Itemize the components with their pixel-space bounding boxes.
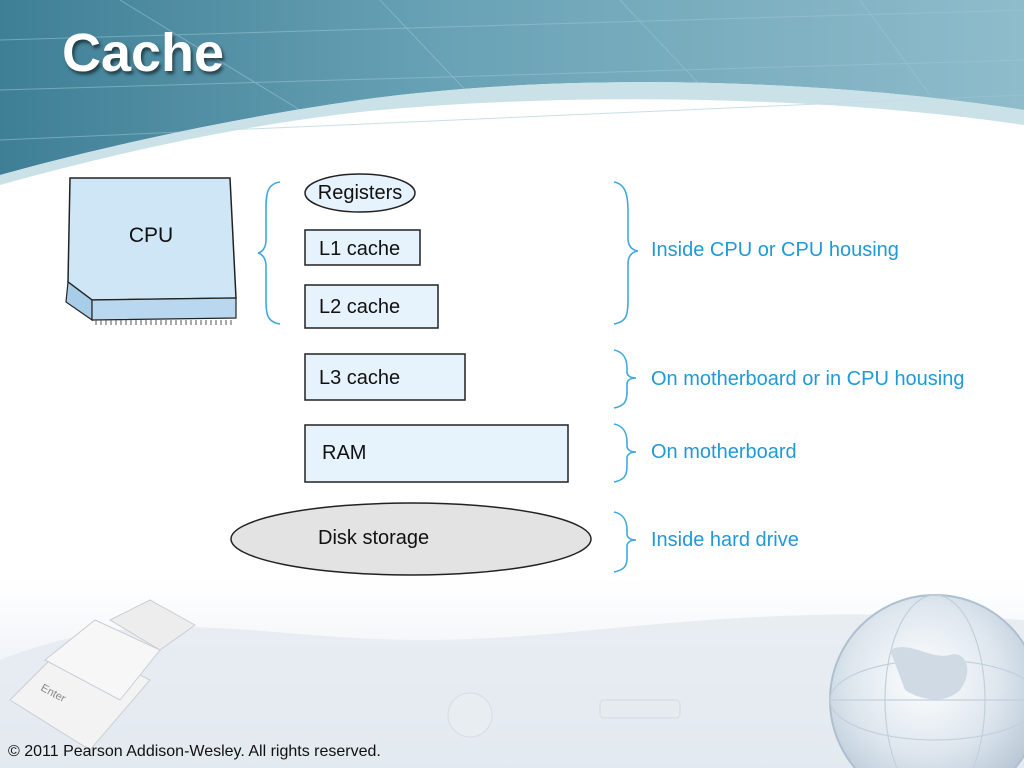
disk-storage-node: Disk storage (230, 502, 592, 576)
globe-graphic (829, 594, 1024, 768)
header-band (0, 0, 1024, 185)
l3-cache-node: L3 cache (304, 353, 466, 401)
left-brace (257, 181, 281, 325)
keyboard-keys: Enter (9, 599, 196, 751)
brace-disk (613, 511, 637, 573)
l1-cache-node: L1 cache (304, 229, 421, 266)
memory-hierarchy: Registers L1 cache L2 cache L3 cache RAM… (230, 173, 592, 576)
location-cpu-housing: Inside CPU or CPU housing (651, 239, 899, 261)
ram-label: RAM (322, 442, 366, 464)
ram-node: RAM (304, 424, 569, 483)
location-motherboard-or-cpu: On motherboard or in CPU housing (651, 368, 965, 390)
slide-title: Cache (62, 23, 225, 83)
disk-storage-label: Disk storage (318, 527, 429, 549)
registers-node: Registers (304, 173, 416, 213)
brace-l3 (613, 349, 637, 409)
l3-cache-label: L3 cache (319, 367, 400, 389)
l2-cache-label: L2 cache (319, 296, 400, 318)
registers-label: Registers (318, 182, 402, 204)
right-braces (613, 181, 639, 573)
bottom-decoration: Enter (0, 580, 1024, 768)
cpu-chip: CPU (65, 177, 237, 325)
l2-cache-node: L2 cache (304, 284, 439, 329)
l1-cache-label: L1 cache (319, 238, 400, 260)
brace-cpu-housing (613, 181, 639, 325)
brace-ram (613, 423, 637, 483)
location-labels: Inside CPU or CPU housing On motherboard… (651, 239, 965, 551)
location-hard-drive: Inside hard drive (651, 529, 799, 551)
cpu-label: CPU (129, 224, 173, 247)
location-motherboard: On motherboard (651, 441, 797, 463)
copyright-notice: © 2011 Pearson Addison-Wesley. All right… (8, 743, 381, 760)
